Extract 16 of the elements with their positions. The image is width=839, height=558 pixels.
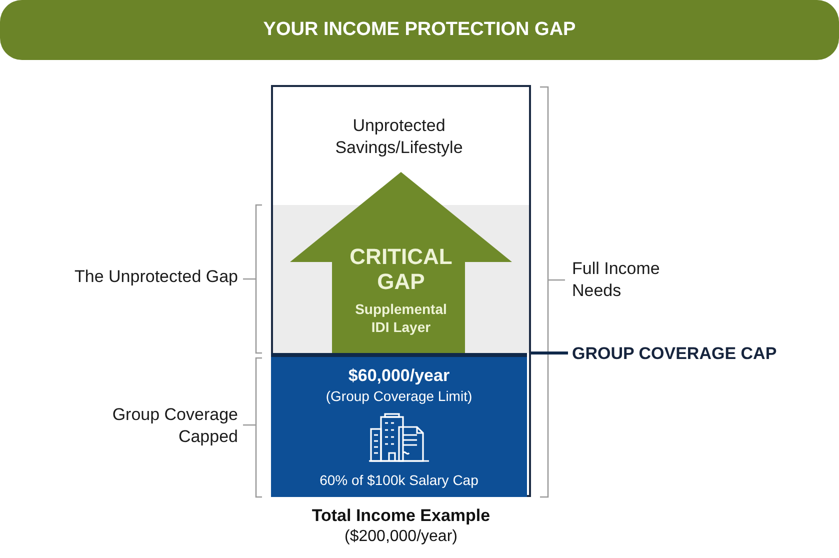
arrow-subtitle: Supplemental IDI Layer xyxy=(354,300,448,336)
bracket-label: Full Income Needs xyxy=(572,258,661,302)
amount-text: $60,000/year xyxy=(348,365,450,387)
cap-label: GROUP COVERAGE CAP xyxy=(572,343,778,365)
caption-subtitle: ($200,000/year) xyxy=(344,527,458,547)
bracket-label: The Unprotected Gap xyxy=(74,266,238,288)
limit-text: (Group Coverage Limit) xyxy=(326,387,472,405)
arrow-title: CRITICAL GAP xyxy=(348,244,454,294)
title-banner: YOUR INCOME PROTECTION GAP xyxy=(0,0,839,60)
salary-cap-text: 60% of $100k Salary Cap xyxy=(320,471,478,489)
coverage-band xyxy=(271,353,527,497)
income-column xyxy=(271,85,531,497)
leader-line xyxy=(531,352,568,354)
band-label: Unprotected Savings/Lifestyle xyxy=(334,115,464,159)
bracket-label: Group Coverage Capped xyxy=(111,404,238,448)
caption-title: Total Income Example xyxy=(312,505,490,527)
